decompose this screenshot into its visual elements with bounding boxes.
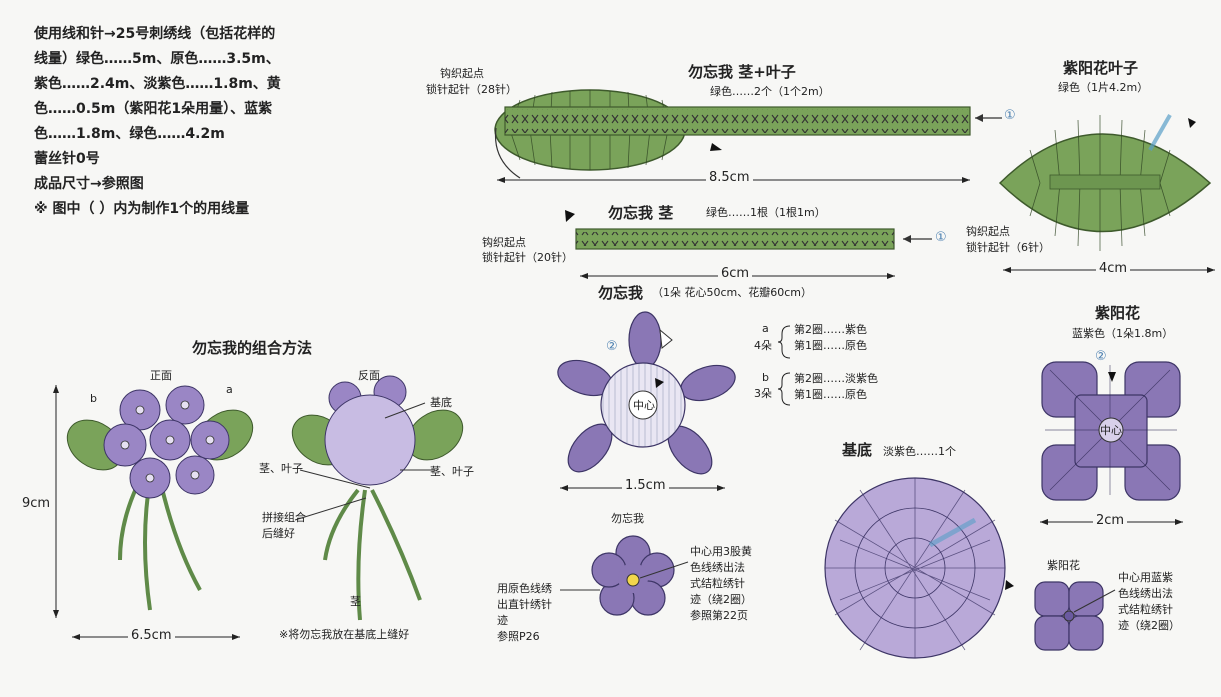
assembly-a-label: a bbox=[226, 383, 233, 396]
assembly-front bbox=[53, 385, 254, 640]
fmn-small-right-5: 参照第22页 bbox=[690, 609, 748, 622]
hydrangea-leaf-start-1: 钩织起点 bbox=[966, 225, 1010, 238]
stem-leaf-marker: ① bbox=[1004, 108, 1016, 123]
materials-line: 蕾丝针0号 bbox=[34, 151, 100, 167]
hydrangea-leaf-title: 紫阳花叶子 bbox=[1063, 59, 1139, 77]
hydrangea-center-label: 中心 bbox=[1100, 424, 1122, 437]
assembly-stem-leaf-left: 茎、叶子 bbox=[259, 462, 303, 475]
base-title: 基底 bbox=[842, 441, 873, 459]
fmn-small-left-3: 迹 bbox=[497, 614, 508, 627]
stem-leaf-subtitle: 绿色……2个（1个2m） bbox=[710, 85, 830, 98]
stem-start-2: 锁针起针（20针） bbox=[482, 251, 573, 264]
materials-line: 成品尺寸→参照图 bbox=[34, 176, 144, 192]
stem-diagram bbox=[565, 210, 932, 279]
hydrangea-leaf-start-2: 锁针起针（6针） bbox=[966, 241, 1050, 254]
fmn-b-count: 3朵 bbox=[754, 387, 772, 400]
fmn-a-row2: 第2圈……紫色 bbox=[794, 323, 867, 336]
fmn-marker: ② bbox=[606, 339, 618, 354]
materials-line: 紫色……2.4m、淡紫色……1.8m、黄 bbox=[34, 76, 281, 92]
hydrangea-size: 2cm bbox=[1093, 513, 1128, 529]
stem-leaf-title: 勿忘我 茎+叶子 bbox=[688, 63, 796, 81]
materials-block: 使用线和针→25号刺绣线（包括花样的 线量）绿色……5m、原色……3.5m、 紫… bbox=[34, 22, 281, 222]
stem-leaf-start-1: 钩织起点 bbox=[440, 67, 484, 80]
fmn-small-right-2: 色线绣出法 bbox=[690, 561, 745, 574]
stem-subtitle: 绿色……1根（1根1m） bbox=[706, 206, 826, 219]
fmn-subtitle: （1朵 花心50cm、花瓣60cm） bbox=[652, 286, 813, 299]
hydrangea-small-right-4: 迹（绕2圈） bbox=[1118, 619, 1180, 632]
materials-line: 色……1.8m、绿色……4.2m bbox=[34, 126, 225, 142]
fmn-small-right-1: 中心用3股黄 bbox=[690, 545, 752, 558]
assembly-join-1: 拼接组合 bbox=[262, 511, 306, 524]
assembly-b-label: b bbox=[90, 392, 97, 405]
assembly-front-label: 正面 bbox=[150, 369, 172, 382]
hydrangea-small-right-3: 式结粒绣针 bbox=[1118, 603, 1173, 616]
assembly-stem-leaf-right: 茎、叶子 bbox=[430, 465, 474, 478]
assembly-title: 勿忘我的组合方法 bbox=[192, 339, 313, 357]
hydrangea-leaf-subtitle: 绿色（1片4.2m） bbox=[1058, 81, 1149, 94]
fmn-small-right-4: 迹（绕2圈） bbox=[690, 593, 752, 606]
fmn-a-row1: 第1圈……原色 bbox=[794, 339, 867, 352]
stem-start-1: 钩织起点 bbox=[482, 236, 526, 249]
stem-leaf-size: 8.5cm bbox=[706, 170, 753, 186]
stem-leaf-diagram bbox=[494, 89, 1002, 183]
hydrangea-small-right-1: 中心用蓝紫 bbox=[1118, 571, 1173, 584]
hydrangea-small-flower bbox=[1034, 581, 1116, 651]
assembly-join-2: 后缝好 bbox=[262, 527, 295, 540]
hydrangea-leaf-diagram bbox=[998, 114, 1215, 273]
base-chart bbox=[824, 477, 1014, 659]
hydrangea-small-title: 紫阳花 bbox=[1047, 559, 1080, 572]
hydrangea-subtitle: 蓝紫色（1朵1.8m） bbox=[1072, 327, 1174, 340]
fmn-small-right-3: 式结粒绣针 bbox=[690, 577, 745, 590]
assembly-back bbox=[291, 375, 464, 621]
fmn-size: 1.5cm bbox=[622, 478, 669, 494]
hydrangea-title: 紫阳花 bbox=[1095, 304, 1141, 322]
materials-line: ※ 图中（ ）内为制作1个的用线量 bbox=[34, 201, 250, 217]
assembly-note: ※将勿忘我放在基底上缝好 bbox=[279, 628, 410, 641]
fmn-small-left-1: 用原色线绣 bbox=[497, 582, 552, 595]
assembly-back-label: 反面 bbox=[358, 369, 380, 382]
hydrangea-leaf-size: 4cm bbox=[1096, 261, 1131, 277]
fmn-small-left-2: 出直针绣针 bbox=[497, 598, 552, 611]
assembly-width: 6.5cm bbox=[128, 628, 175, 644]
fmn-small-flower bbox=[560, 535, 689, 616]
stem-marker: ① bbox=[935, 230, 947, 245]
materials-line: 线量）绿色……5m、原色……3.5m、 bbox=[34, 51, 280, 67]
stem-size: 6cm bbox=[718, 266, 753, 282]
forget-me-not-chart bbox=[557, 311, 791, 491]
fmn-a-count: 4朵 bbox=[754, 339, 772, 352]
stem-leaf-start-2: 锁针起针（28针） bbox=[426, 83, 517, 96]
fmn-small-left-4: 参照P26 bbox=[497, 630, 540, 643]
materials-line: 使用线和针→25号刺绣线（包括花样的 bbox=[34, 26, 276, 42]
assembly-stem-label: 茎 bbox=[350, 595, 361, 608]
hydrangea-chart bbox=[1040, 361, 1183, 525]
fmn-a-label: a bbox=[762, 322, 769, 335]
hydrangea-marker: ② bbox=[1095, 349, 1107, 364]
fmn-small-title: 勿忘我 bbox=[611, 512, 644, 525]
fmn-b-row2: 第2圈……淡紫色 bbox=[794, 372, 878, 385]
fmn-center-label: 中心 bbox=[633, 399, 655, 412]
assembly-height: 9cm bbox=[22, 496, 51, 511]
fmn-title: 勿忘我 bbox=[598, 284, 644, 302]
hydrangea-small-right-2: 色线绣出法 bbox=[1118, 587, 1173, 600]
stem-title: 勿忘我 茎 bbox=[608, 204, 674, 222]
fmn-b-row1: 第1圈……原色 bbox=[794, 388, 867, 401]
base-subtitle: 淡紫色……1个 bbox=[883, 445, 956, 458]
materials-line: 色……0.5m（紫阳花1朵用量）、蓝紫 bbox=[34, 101, 273, 117]
assembly-base-label: 基底 bbox=[430, 396, 452, 409]
fmn-b-label: b bbox=[762, 371, 769, 384]
